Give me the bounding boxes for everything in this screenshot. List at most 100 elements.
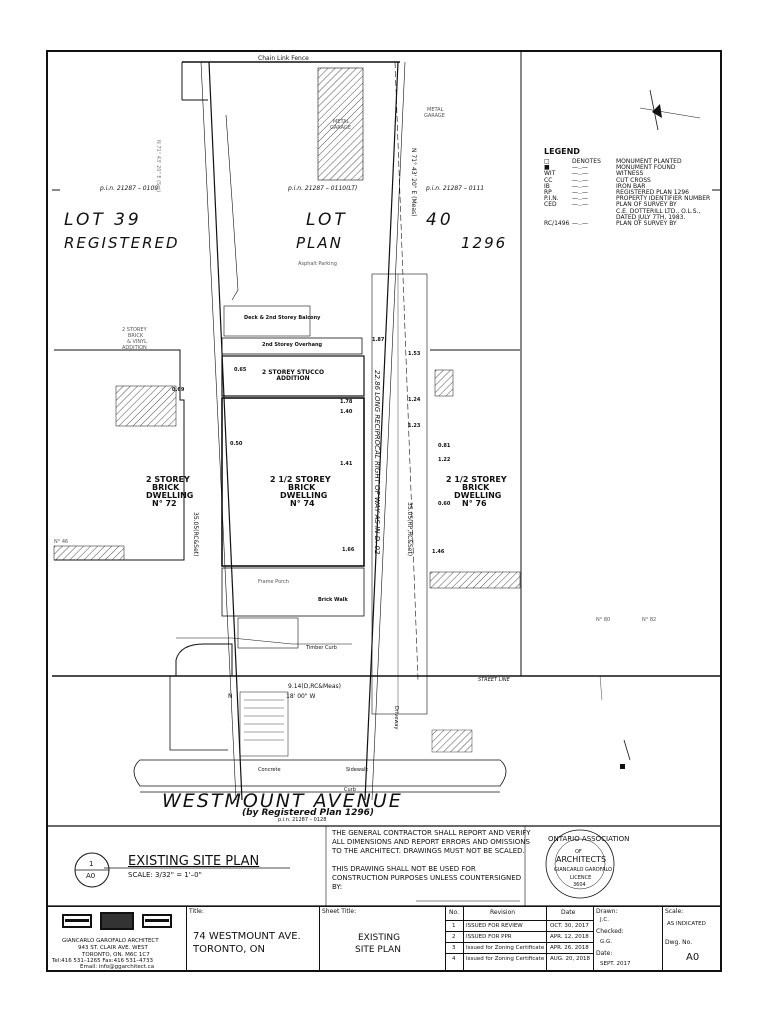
firm-address-1: 943 ST. CLAIR AVE. WEST [78,945,148,951]
revision-column-line [463,906,464,972]
seal-of: OF [575,849,582,855]
addition-left-line-c: & VINYL [127,339,147,345]
street-sub-label: (by Registered Plan 1296) [242,808,375,818]
lot-40-label-a: LOT [306,210,348,230]
legend-symbol: IB [544,182,550,190]
stucco-addition-label: 2 STOREY STUCCO ADDITION [261,369,325,382]
legend-denotes: —‥— [572,195,589,203]
pin-0128-label: p.i.n. 21287 – 0128 [278,817,327,823]
legend-description: PLAN OF SURVEY BY [616,201,677,209]
revision-text: ISSUED FOR PPR [466,934,512,940]
title-label: Title: [189,908,204,915]
legend-description: PROPERTY IDENTIFIER NUMBER [616,195,711,203]
legend-symbol: RC/1496 [544,220,570,227]
dwelling-76-line-b: BRICK [462,483,490,492]
bearing-right-label: N 71° 43' 20" E (Meas) [410,148,417,217]
revision-date: APR. 26, 2018 [550,945,589,951]
legend-denotes: —‥— [572,176,589,184]
dim-0-81: 0.81 [438,443,451,449]
dim-1-53: 1.53 [408,351,421,357]
neighbour-82-label: N° 82 [642,617,657,623]
addition-left-line-a: 2 STOREY [122,327,147,333]
legend-description: DATED JULY 7TH, 1983. [616,213,686,221]
revision-col-no: No. [449,909,459,916]
legend-description: MONUMENT FOUND [616,164,676,172]
street-line-label: STREET LINE [478,677,510,683]
sheet-title-2: SITE PLAN [355,945,401,955]
dwelling-74-line-d: N° 74 [290,499,315,508]
checked-label: Checked: [596,928,624,935]
seal-number: 3604 [573,882,586,888]
dwelling-76-line-a: 2 1/2 STOREY [446,475,507,484]
firm-email: Email: info@ggarchitect.ca [80,964,155,970]
driveway-label: Driveway [393,706,399,730]
scale-label: Scale: [665,908,684,915]
bearing-left-label: N 71° 43' 20" E (Set) [155,140,161,193]
legend-denotes: —‥— [572,189,589,196]
date-value: SEPT. 2017 [600,961,631,967]
deck-label: Deck & 2nd Storey Balcony [244,315,321,321]
legend-description: PLAN OF SURVEY BY [616,220,677,227]
dim-1-41: 1.41 [340,461,353,467]
firm-tel: Tel:416 531–1265 Fax:416 531–4733 [52,958,154,964]
revision-row-line [445,920,594,921]
dwelling-72-line-d: N° 72 [152,499,177,508]
legend-denotes: —‥— [572,220,589,227]
dwelling-76-line-d: N° 76 [462,499,487,508]
dwelling-74-line-a: 2 1/2 STOREY [270,475,331,484]
firm-name: GIANCARLO GAROFALO ARCHITECT [62,938,159,944]
seal-architects: ARCHITECTS [556,855,607,864]
metal-garage-label-1: METAL [333,119,350,125]
timber-curb-label: Timber Curb [306,645,337,651]
revision-col-date: Date [561,909,576,916]
dwelling-74-line-c: DWELLING [280,491,328,500]
concrete-label: Concrete [258,767,281,773]
legend-description: IRON BAR [616,182,646,190]
dim-0-60: 0.60 [438,501,451,507]
dim-1-66: 1.66 [342,547,355,553]
drawing-sheet-ref: A0 [86,872,96,880]
scale-cell [662,906,722,972]
pin-0110-label: p.i.n. 21287 – 0110(LT) [288,185,358,192]
dim-1-78: 1.78 [340,399,353,405]
revision-row-line [445,942,594,943]
date-label: Date: [596,950,613,957]
sheet-title-label: Sheet Title: [322,908,357,915]
dwg-no-value: A0 [686,952,700,963]
dim-0-69: 0.69 [172,387,185,393]
legend-symbol: CED [544,201,557,209]
general-notes: THE GENERAL CONTRACTOR SHALL REPORT AND … [332,829,532,892]
plan-number-label: 1296 [461,234,508,252]
legend-denotes: DENOTES [572,158,601,165]
drawing-number: 1 [89,860,94,868]
monument-found-icon [620,764,625,769]
revision-number: 1 [452,923,456,929]
north-arrow-icon [652,104,662,118]
dwelling-76-line-c: DWELLING [454,491,502,500]
legend-symbol: P.I.N. [544,195,559,203]
seal-licence: LICENCE [570,875,592,881]
front-dimension-label: 9.14(D,RC&Meas) [288,683,341,690]
legend-denotes: —‥— [572,170,589,178]
pin-0109-label: p.i.n. 21287 – 0109 [100,185,159,192]
dim-0-50: 0.50 [230,441,243,447]
scale-value: AS INDICATED [667,921,706,927]
lot-39-label: LOT 39 [64,210,142,230]
title-line-2: TORONTO, ON [193,944,265,955]
firm-address-2: TORONTO, ON. M6C 1C7 [82,952,150,958]
revision-text: Issued for Zoning Certificate [466,956,545,962]
revision-number: 4 [452,956,456,962]
legend-symbol: RP [544,189,552,196]
right-lot-dimension: 35.05(RP,RC&Set) [406,502,413,557]
dim-1-46: 1.46 [432,549,445,555]
firm-logo [62,912,174,932]
revision-column-line [546,906,547,972]
seal-association: ONTARIO ASSOCIATION [548,835,630,843]
legend-description: REGISTERED PLAN 1296 [616,189,689,196]
dim-1-24: 1.24 [408,397,421,403]
legend-symbol: WIT [544,170,556,178]
revision-date: APR. 12, 2018 [550,934,589,940]
front-dimension-imperial: 18' 00" W [286,693,316,700]
dim-1-22: 1.22 [438,457,451,463]
revision-date: OCT. 30, 2017 [550,923,589,929]
